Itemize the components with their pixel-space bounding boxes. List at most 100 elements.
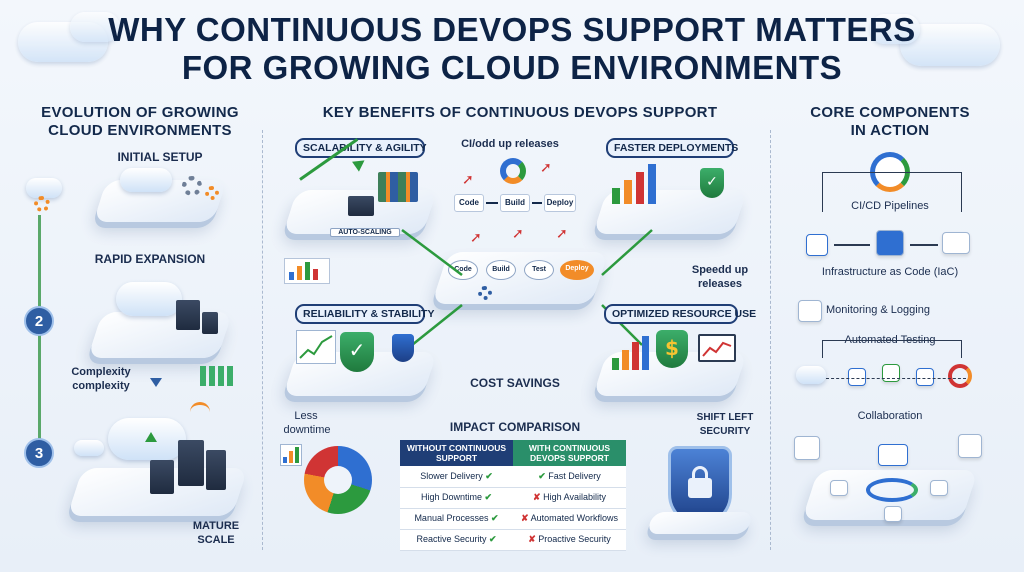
testing-bracket [822,340,962,358]
collab-device-icon-3 [884,506,902,522]
faster-bar [636,172,644,204]
optimized-bars-icon [612,336,652,370]
stage-mature-label-2: SCALE [197,534,235,546]
cell-without-text: Reactive Security [416,534,487,544]
benefits-heading: KEY BENEFITS OF CONTINUOUS DEVOPS SUPPOR… [322,104,718,121]
cicd-bracket [822,172,962,212]
check-icon: ✔ [485,470,493,481]
lock-shackle-icon [692,466,708,480]
less-downtime-label-1: Less [294,410,318,422]
optimized-bar [612,358,619,370]
stage-rapid-expansion-label: RAPID EXPANSION [94,252,206,266]
flow-arrow [486,202,498,204]
cycle-donut-icon [500,158,526,184]
decor-cloud-right-small [870,14,920,44]
rocket-icon: ➚ [462,172,474,188]
table-cell: ✘ Proactive Security [513,529,626,551]
stage-number-3: 3 [24,438,54,468]
flow-arrow [532,202,542,204]
cost-savings-label: COST SAVINGS [470,376,560,390]
column-divider-right [770,130,771,550]
page-title-line2: FOR GROWING CLOUD ENVIRONMENTS [181,49,843,86]
shift-left-label-2: SECURITY [699,426,751,437]
flow-box-build: Build [500,194,530,212]
bar-chart-bar [313,269,318,280]
evolution-heading-line1: EVOLUTION OF GROWING [41,104,239,121]
server-rack-icon [176,300,200,330]
check-icon: ✔ [484,492,493,502]
hub-gear-icon [478,286,492,300]
bar-chart-bar [297,266,302,280]
hexagon-node-icon [806,234,828,256]
connector-lines [401,229,653,346]
small-cloud-icon-left [74,440,104,456]
iac-arrow [834,244,870,246]
cell-without-text: Slower Delivery [420,470,483,481]
check-icon: ✔ [491,513,499,523]
testing-cloud-icon [796,366,826,384]
server-cluster-icon [178,440,204,486]
refresh-arrow-icon [190,402,210,414]
table-row: High Downtime ✔ ✘ High Availability [400,487,626,509]
connector-line [601,229,653,276]
cicd-pipelines-label: CI/CD Pipelines [851,200,929,212]
column-divider-left [262,130,263,550]
stage-initial-setup-label: INITIAL SETUP [117,150,203,164]
bar-chart-icon [284,258,330,284]
table-row: Reactive Security ✔ ✘ Proactive Security [400,529,626,551]
hub-step-test: Test [524,260,554,280]
donut-hole [324,466,352,494]
testing-node-icon [848,368,866,386]
mini-chart-icon [280,444,302,466]
core-heading-line2: IN ACTION [850,122,930,139]
security-platform [646,512,754,534]
stage-mature-label-1: MATURE [192,520,240,532]
cell-without-text: High Downtime [420,492,482,502]
cell-with-text: High Availability [543,492,606,502]
mini-bar [289,451,293,463]
reliability-shield-icon: ✓ [340,332,374,372]
testing-node-icon-3 [916,368,934,386]
decor-cloud-left-small [70,12,120,42]
column-header-without: WITHOUT CONTINUOUS SUPPORT [400,440,513,466]
auto-scaling-label: AUTO-SCALING [330,228,400,237]
evolution-heading-line2: CLOUD ENVIRONMENTS [48,122,232,139]
stack-bars-icon [200,366,234,386]
scalability-pill: SCALABILITY & AGILITY [295,138,427,158]
testing-cycle-icon [948,364,972,388]
collab-device-icon-2 [930,480,948,496]
complexity-label-2: complexity [72,380,130,392]
table-cell: ✘ Automated Workflows [513,508,626,530]
cell-without-text: Manual Processes [414,513,489,523]
optimized-bar [642,336,649,370]
hub-rocket-icon: ➚ [470,230,482,246]
bar-chart-bar [289,272,294,280]
container-stack-icon [378,172,418,202]
collaboration-label: Collaboration [857,410,923,422]
flow-box-code: Code [454,194,484,212]
collab-cycle-icon [866,478,918,502]
mini-bar [283,457,287,463]
server-rack-icon-2 [202,312,218,334]
page-title-line1: WHY CONTINUOUS DEVOPS SUPPORT MATTERS [108,11,916,48]
iac-code-icon [876,230,904,256]
cell-with-text: Proactive Security [538,534,611,544]
testing-flow-line [826,378,966,379]
trend-chart-icon [296,330,336,364]
table-row: Slower Delivery ✔ ✔ Fast Delivery [400,466,626,488]
optimized-resource-pill: OPTIMIZED RESOURCE USE [604,304,756,324]
check-icon: ✔ [538,470,546,481]
speed-up-label-1: Speedd up [691,264,749,276]
auto-scaling-server-icon [348,196,374,216]
cross-icon: ✘ [521,513,529,523]
collab-monitor-icon [878,444,908,466]
dollar-shield-icon: $ [656,330,688,368]
cross-icon: ✘ [533,492,541,502]
speed-up-label-2: releases [697,278,743,290]
upload-arrow-icon [145,432,157,442]
cell-with-text: Automated Workflows [530,513,618,523]
table-cell: Manual Processes ✔ [400,508,513,530]
monitor-icon [698,334,736,362]
optimized-bar [632,342,639,370]
core-heading-line1: CORE COMPONENTS [810,104,970,121]
